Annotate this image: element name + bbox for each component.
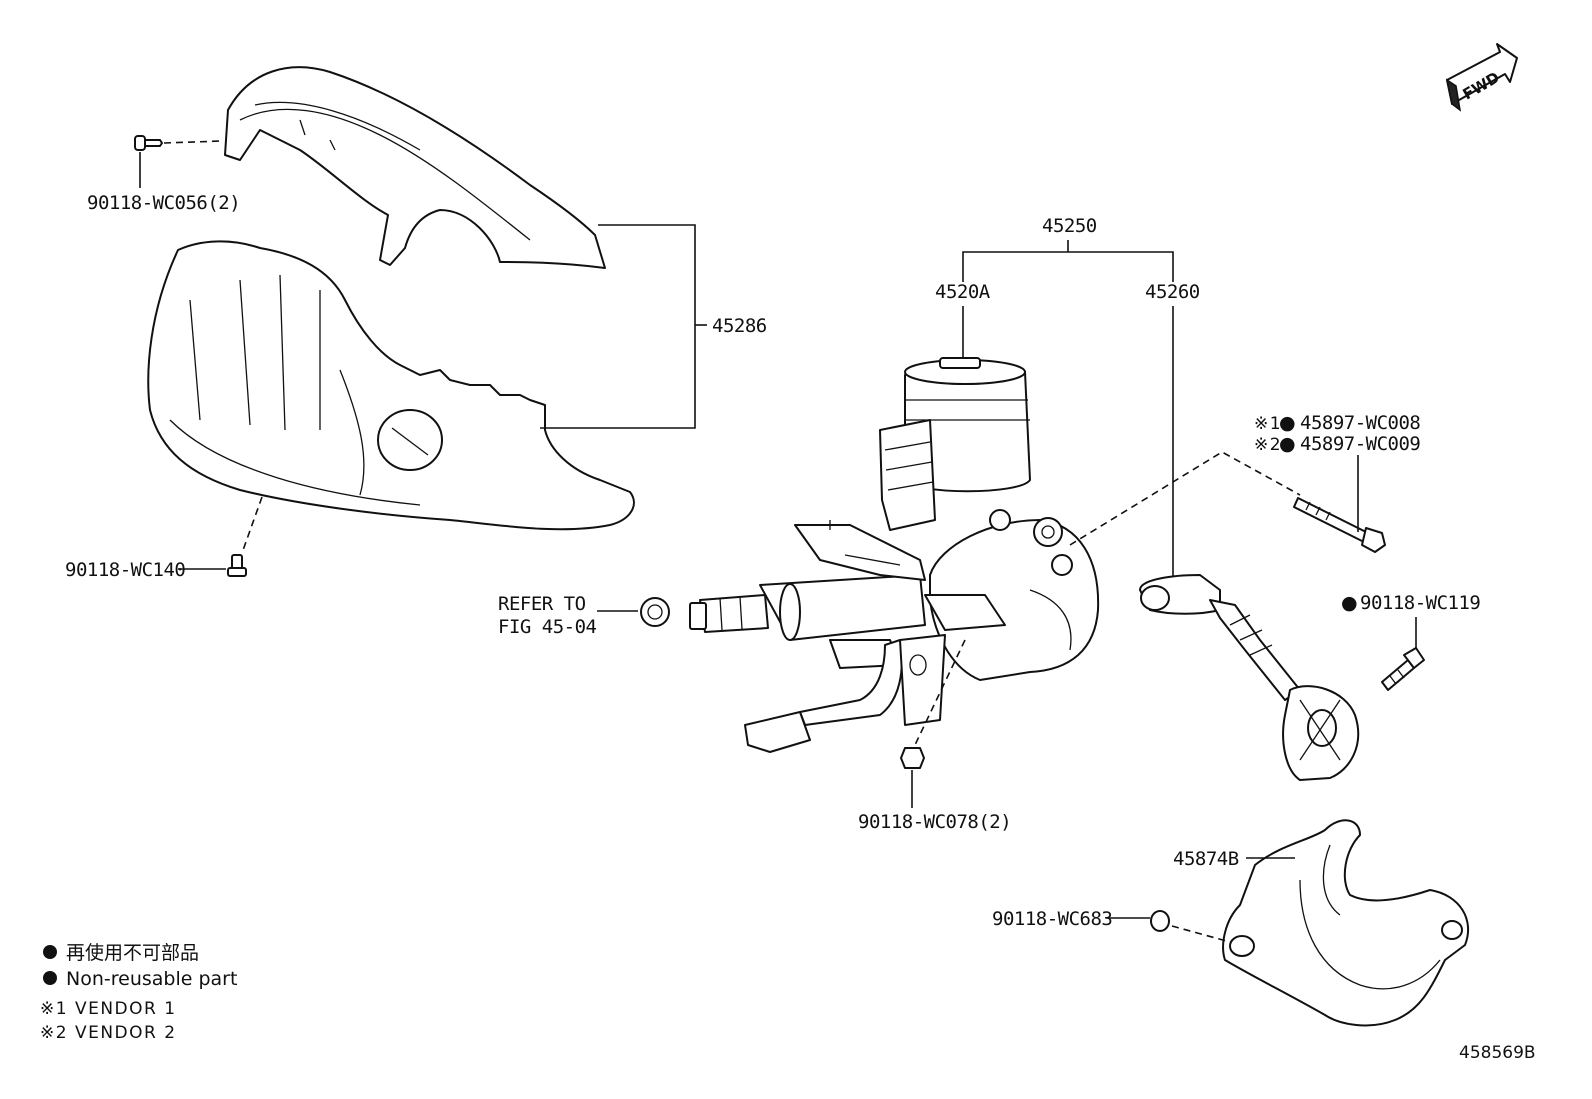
lower-column-cover — [147, 240, 635, 531]
bracket-45286 — [540, 224, 696, 429]
legend-bullet-icon — [43, 945, 57, 959]
callout-45897-wc009: 45897-WC009 — [1300, 433, 1420, 455]
callout-90118-wc056: 90118-WC056(2) — [87, 192, 240, 214]
screw-wc140-icon — [227, 554, 247, 577]
legend-vendor1: ※1 VENDOR 1 — [40, 999, 177, 1019]
legend: 再使用不可部品 Non-reusable part ※1 VENDOR 1 ※2… — [40, 942, 237, 1043]
nut-wc078-icon — [900, 747, 925, 769]
callout-45250: 45250 — [1042, 215, 1097, 237]
legend-vendor2: ※2 VENDOR 2 — [40, 1023, 177, 1043]
clip-wc683-icon — [1150, 910, 1170, 932]
refer-to-line2: FIG 45-04 — [498, 616, 597, 638]
screw-wc056-icon — [134, 135, 163, 151]
bracket-45250 — [962, 251, 1174, 282]
legend-bullet-icon — [43, 971, 57, 985]
nut-icon — [640, 597, 670, 627]
fwd-arrow-icon: FWD — [1445, 43, 1518, 112]
callout-90118-wc119: 90118-WC119 — [1360, 592, 1480, 614]
bullet-90118-wc119: ● — [1341, 592, 1358, 614]
upper-column-cover — [224, 66, 606, 269]
callout-45897-wc008: 45897-WC008 — [1300, 412, 1420, 434]
callout-45874b: 45874B — [1173, 848, 1239, 870]
cover-45874b — [1222, 819, 1470, 1027]
callout-45260: 45260 — [1145, 281, 1200, 303]
steering-column-assembly — [689, 357, 1100, 753]
vendor1-marker: ※1 — [1254, 414, 1282, 434]
legend-nonreusable-en: Non-reusable part — [66, 968, 237, 990]
bullet-45897-wc009: ● — [1279, 433, 1296, 455]
callout-90118-wc078: 90118-WC078(2) — [858, 811, 1011, 833]
bullet-45897-wc008: ● — [1279, 412, 1296, 434]
diagram-id: 458569B — [1459, 1043, 1536, 1063]
bolt-45897-icon — [1293, 497, 1386, 553]
callout-90118-wc683: 90118-WC683 — [992, 908, 1112, 930]
intermediate-shaft — [1139, 574, 1360, 781]
refer-to-line1: REFER TO — [498, 593, 586, 615]
callout-90118-wc140: 90118-WC140 — [65, 559, 185, 581]
legend-nonreusable-jp: 再使用不可部品 — [66, 942, 199, 964]
bolt-wc119-icon — [1381, 647, 1425, 691]
callout-4520A: 4520A — [935, 281, 991, 303]
vendor2-marker: ※2 — [1254, 435, 1282, 455]
callout-45286: 45286 — [712, 315, 767, 337]
